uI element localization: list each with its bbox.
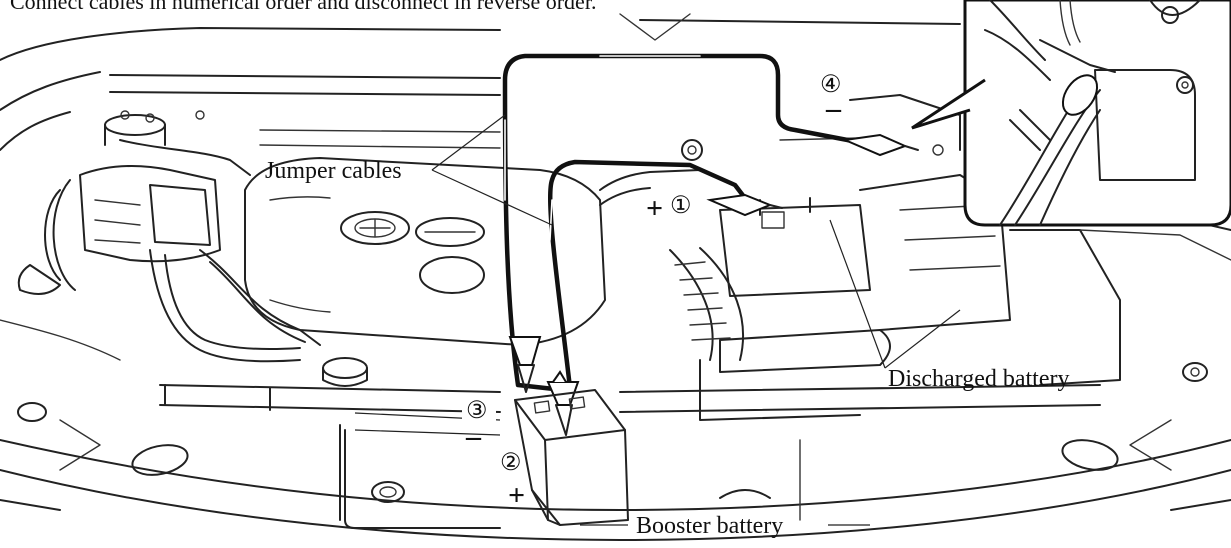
left-components bbox=[0, 110, 368, 387]
jumper-cable-negative bbox=[502, 53, 861, 393]
jumper-cables-label: Jumper cables bbox=[265, 158, 402, 184]
booster-battery bbox=[514, 389, 629, 526]
plus-sign-booster: + bbox=[508, 479, 525, 512]
clamp-discharged-positive bbox=[706, 193, 783, 217]
clamp-ground-negative bbox=[841, 133, 919, 157]
step-4-marker: ④ bbox=[820, 72, 842, 98]
step-1-marker: ① bbox=[670, 193, 692, 219]
minus-sign-booster: – bbox=[465, 420, 482, 453]
engine-cover bbox=[244, 129, 606, 346]
step-3-marker: ③ bbox=[466, 398, 488, 424]
detail-inset bbox=[911, 0, 1231, 227]
clamp-booster-negative bbox=[508, 336, 542, 393]
clamp-booster-positive bbox=[546, 370, 580, 436]
leader-lines bbox=[354, 114, 961, 526]
jumper-cable-positive bbox=[547, 159, 751, 391]
discharged-battery-label: Discharged battery bbox=[888, 366, 1070, 392]
plus-sign-discharged: + bbox=[646, 192, 663, 225]
minus-sign-ground: – bbox=[825, 92, 842, 125]
step-2-marker: ② bbox=[500, 450, 522, 476]
booster-battery-label: Booster battery bbox=[636, 513, 783, 539]
instruction-header: Connect cables in numerical order and di… bbox=[10, 0, 596, 14]
